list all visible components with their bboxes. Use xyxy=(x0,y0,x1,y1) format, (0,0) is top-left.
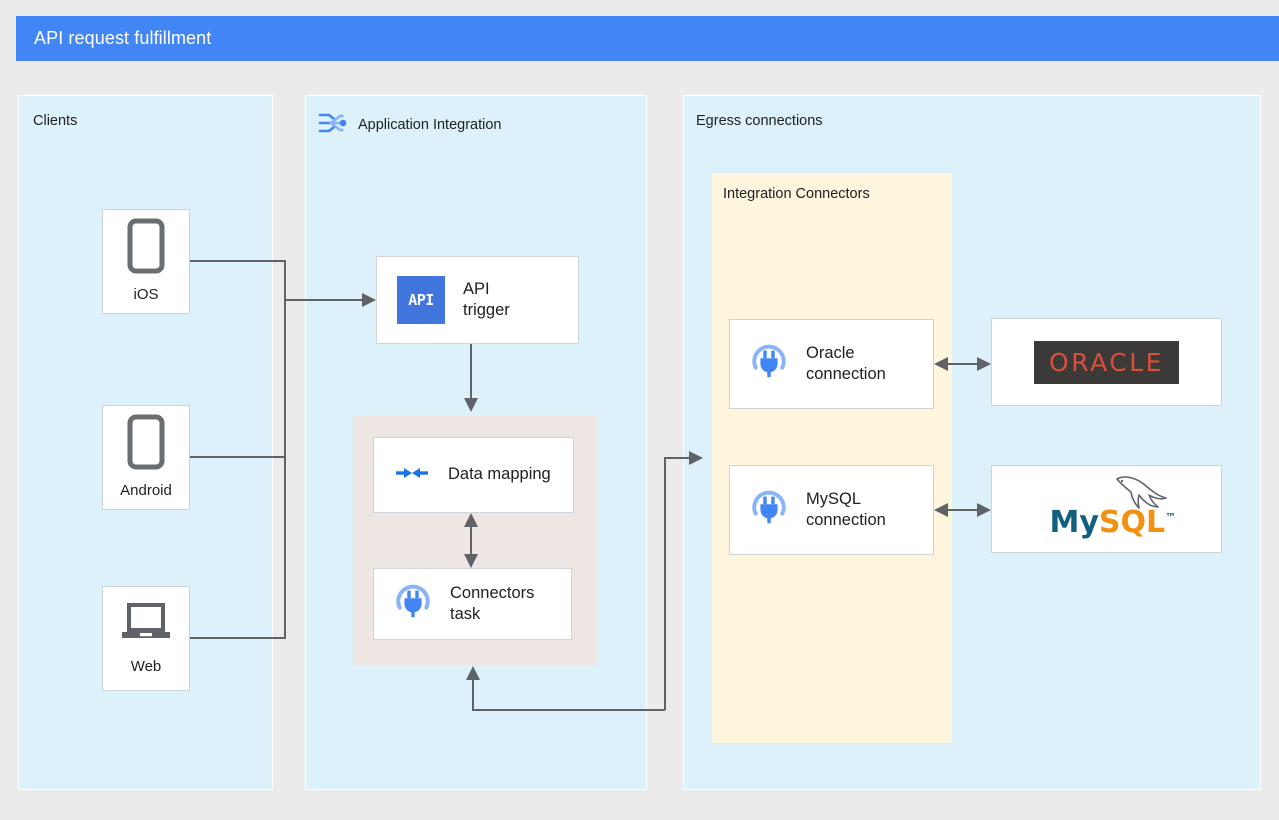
connectors-plug-icon xyxy=(394,583,432,626)
application-integration-icon xyxy=(318,110,348,140)
client-label-ios: iOS xyxy=(133,286,159,304)
subgroup-panel-integration-connectors xyxy=(712,173,952,743)
api-trigger-icon-text: API xyxy=(408,291,434,309)
connectors-plug-icon xyxy=(750,343,788,386)
diagram-title-bar: API request fulfillment xyxy=(16,16,1279,61)
mysql-logo: MySQL™ xyxy=(1042,474,1176,542)
mobile-phone-icon xyxy=(125,414,167,475)
connectors-plug-icon xyxy=(750,489,788,532)
node-label-api-trigger: API trigger xyxy=(463,279,510,319)
node-label-connectors-task: Connectors task xyxy=(450,583,535,623)
client-label-web: Web xyxy=(130,658,162,676)
laptop-icon xyxy=(120,600,172,651)
client-card-ios[interactable]: iOS xyxy=(102,209,190,314)
database-card-oracle[interactable]: ORACLE xyxy=(991,318,1222,406)
database-card-mysql[interactable]: MySQL™ xyxy=(991,465,1222,553)
oracle-logo: ORACLE xyxy=(1034,340,1179,384)
node-oracle-connection[interactable]: Oracle connection xyxy=(729,319,934,409)
group-label-egress-connections: Egress connections xyxy=(696,113,823,129)
node-mysql-connection[interactable]: MySQL connection xyxy=(729,465,934,555)
mysql-trademark: ™ xyxy=(1165,511,1177,524)
group-label-application-integration-wrap: Application Integration xyxy=(318,110,502,140)
api-trigger-icon: API xyxy=(397,276,445,324)
group-label-application-integration: Application Integration xyxy=(358,117,502,133)
client-card-android[interactable]: Android xyxy=(102,405,190,510)
node-label-mysql-connection: MySQL connection xyxy=(806,489,886,529)
page-title: API request fulfillment xyxy=(34,28,212,48)
mysql-wordmark-sql: SQL xyxy=(1098,505,1166,540)
data-mapping-icon xyxy=(394,460,430,491)
node-api-trigger[interactable]: API API trigger xyxy=(376,256,579,344)
node-label-data-mapping: Data mapping xyxy=(448,465,551,484)
node-connectors-task[interactable]: Connectors task xyxy=(373,568,572,640)
oracle-wordmark: ORACLE xyxy=(1049,347,1164,377)
node-label-oracle-connection: Oracle connection xyxy=(806,343,886,383)
mysql-wordmark: MySQL™ xyxy=(1050,505,1177,540)
mysql-wordmark-my: My xyxy=(1049,505,1099,540)
dolphin-icon xyxy=(1108,474,1170,519)
subgroup-label-integration-connectors: Integration Connectors xyxy=(723,186,870,202)
node-data-mapping[interactable]: Data mapping xyxy=(373,437,574,513)
group-label-clients: Clients xyxy=(33,113,78,129)
client-label-android: Android xyxy=(120,482,172,500)
client-card-web[interactable]: Web xyxy=(102,586,190,691)
mobile-phone-icon xyxy=(125,218,167,279)
